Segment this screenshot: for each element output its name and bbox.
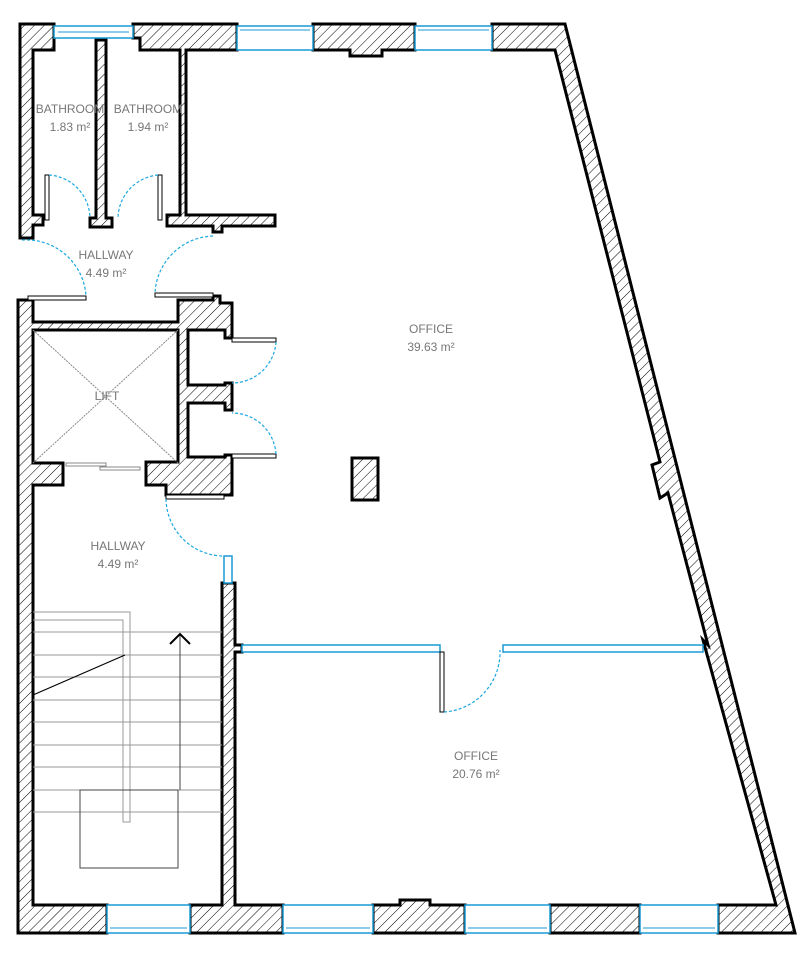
room-label-lift: LIFT	[94, 389, 120, 403]
doors	[21, 174, 501, 713]
stair-direction-arrow-icon	[169, 632, 191, 645]
windows	[53, 25, 719, 934]
staircase	[32, 611, 222, 869]
exterior-walls	[16, 22, 797, 935]
column	[350, 456, 380, 502]
lift-symbol	[32, 329, 179, 464]
